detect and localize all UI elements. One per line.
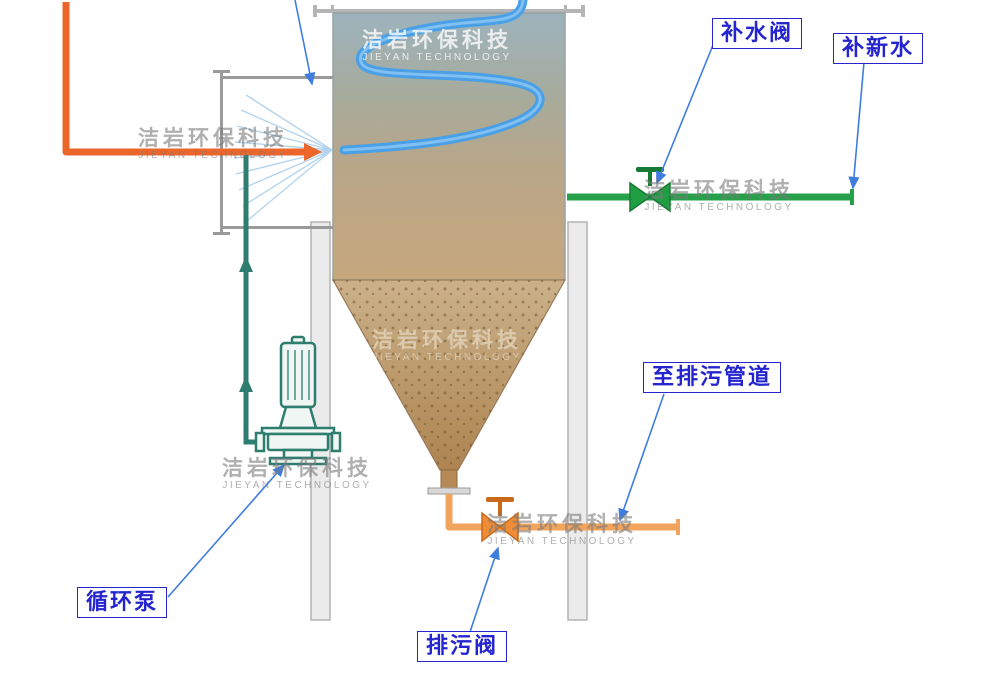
rim-end-cap	[313, 5, 317, 17]
spray-line	[247, 149, 333, 221]
spray-line	[245, 94, 333, 151]
chamber-cap	[213, 232, 230, 235]
leader-makeup-valve	[656, 44, 714, 185]
rim-tick	[564, 5, 567, 13]
spray-line	[234, 141, 333, 151]
makeup-group	[567, 167, 854, 213]
leader-drain-valve	[469, 546, 500, 633]
valve-stem	[648, 172, 652, 186]
valve-handle	[636, 167, 664, 172]
tank-top-rim	[315, 9, 583, 13]
drain-pipe-end-cap	[676, 519, 680, 535]
label-drain-line: 至排污管道	[643, 362, 782, 394]
outlet-flange	[427, 487, 471, 495]
valve-body	[498, 511, 519, 543]
flow-arrow-up	[239, 256, 253, 272]
drain-valve	[481, 497, 519, 543]
drain-group	[445, 494, 680, 543]
valve-body	[629, 181, 652, 213]
rim-tick	[331, 5, 334, 13]
circulation-pump	[254, 335, 342, 466]
inlet-flow-arrow	[304, 143, 322, 161]
pump-base-plate	[268, 456, 328, 466]
pump-side-flange	[330, 431, 342, 453]
circulation-group	[239, 155, 342, 466]
leader-spray	[294, 0, 316, 86]
pump-casing	[266, 432, 330, 452]
pump-neck	[278, 405, 318, 430]
label-drain-valve: 排污阀	[417, 631, 508, 663]
inlet-pipe-group	[62, 2, 322, 161]
valve-handle	[486, 497, 514, 502]
leader-makeup-water	[848, 61, 865, 190]
serpentine-pipe-group	[339, 0, 545, 155]
sludge-dots	[333, 280, 565, 470]
leader-circulation-pump	[167, 463, 286, 598]
makeup-valve	[629, 167, 671, 213]
spray-line	[242, 149, 333, 207]
valve-stem	[498, 502, 502, 516]
cone-outlet-stem	[440, 469, 458, 489]
label-makeup-valve: 补水阀	[712, 18, 803, 50]
leader-drain-line	[618, 393, 665, 522]
spray-fan	[233, 94, 333, 221]
spray-line	[238, 149, 333, 191]
serpentine-pipe-highlight	[342, 0, 542, 152]
pump-motor	[279, 341, 317, 409]
leader-lines	[167, 0, 865, 633]
pump-side-flange	[254, 431, 266, 453]
drain-pipe	[445, 494, 678, 531]
spray-line	[240, 109, 333, 151]
spray-line	[236, 125, 333, 151]
flow-arrow-up	[239, 376, 253, 392]
label-circulation-pump: 循环泵	[77, 587, 168, 619]
chamber-cap	[213, 70, 230, 73]
valve-body	[481, 511, 502, 543]
inlet-pipe	[62, 2, 304, 156]
rim-end-cap	[581, 5, 585, 17]
chamber-bottom-rail	[222, 226, 333, 229]
label-makeup-water: 补新水	[833, 33, 924, 65]
circulation-riser	[243, 155, 258, 445]
chamber-top-rail	[222, 76, 333, 79]
valve-body	[648, 181, 671, 213]
spray-chamber	[213, 70, 333, 235]
support-leg-right	[567, 221, 588, 621]
makeup-pipe-end-cap	[850, 189, 854, 205]
